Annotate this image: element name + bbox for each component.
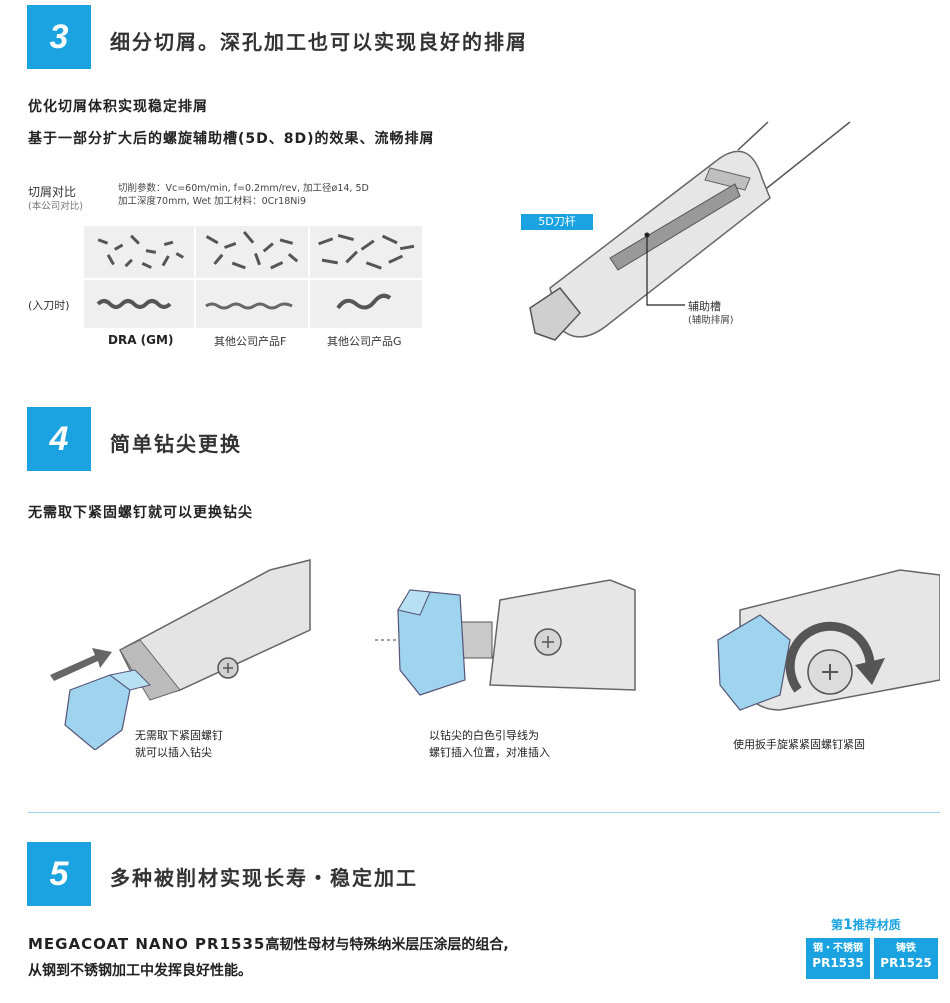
rec-prefix: 第 xyxy=(831,918,844,932)
groove-label: 辅助槽 xyxy=(688,300,721,313)
spiral-chip-icon xyxy=(336,293,392,310)
grade-badge-cast-iron: 铸铁 PR1525 xyxy=(874,938,938,979)
section-5-description-line-2: 从钢到不锈钢加工中发挥良好性能。 xyxy=(28,963,252,979)
chip-scatter-icon xyxy=(97,234,184,269)
chip-scatter-icon xyxy=(318,233,415,270)
product-label-dra: DRA (GM) xyxy=(108,333,174,347)
groove-note: (辅助排屑) xyxy=(688,315,734,326)
chip-photo-g-entry xyxy=(310,280,422,328)
rec-suffix: 推荐材质 xyxy=(852,918,901,932)
chip-photo-dra-entry xyxy=(84,280,194,328)
cutting-params-line-2: 加工深度70mm, Wet 加工材料：0Cr18Ni9 xyxy=(118,196,307,207)
spiral-chip-icon xyxy=(205,302,293,310)
tool-tag-5d: 5D刀杆 xyxy=(521,214,593,230)
step-3-tighten-illustration xyxy=(717,569,940,711)
chip-photo-f-entry xyxy=(196,280,308,328)
section-3-number: 3 xyxy=(27,5,91,69)
chip-compare-note: (本公司对比) xyxy=(28,201,83,212)
step-2-align-illustration xyxy=(375,579,636,696)
section-5-description-line-1: MEGACOAT NANO PR1535高韧性母材与特殊纳米层压涂层的组合, xyxy=(28,934,509,954)
section-4-title: 简单钻尖更换 xyxy=(110,432,242,456)
section-4-number: 4 xyxy=(27,407,91,471)
recommended-grade-heading: 第1推荐材质 xyxy=(831,916,901,933)
step-2-caption-line-1: 以钻尖的白色引导线为 xyxy=(429,729,539,742)
drill-5d-illustration xyxy=(529,121,851,341)
rec-number: 1 xyxy=(843,917,853,933)
chip-compare-label: 切屑对比 xyxy=(28,185,77,199)
product-label-f: 其他公司产品F xyxy=(214,335,287,348)
coating-description: 高韧性母材与特殊纳米层压涂层的组合, xyxy=(265,937,509,953)
grade-badge-cast-iron-grade: PR1525 xyxy=(880,956,932,970)
chip-photo-g-top xyxy=(310,226,422,278)
chip-photo-f-top xyxy=(196,226,308,278)
entry-label: (入刀时) xyxy=(28,299,70,312)
grade-badge-steel-grade: PR1535 xyxy=(812,956,864,970)
cutting-params-line-1: 切削参数：Vc=60m/min, f=0.2mm/rev, 加工径ø14, 5D xyxy=(118,183,369,194)
chip-photo-dra-top xyxy=(84,226,194,278)
chip-scatter-icon xyxy=(205,230,299,270)
grade-badge-cast-iron-label: 铸铁 xyxy=(896,943,916,954)
step-3-caption: 使用扳手旋紧紧固螺钉紧固 xyxy=(733,738,865,751)
section-3-subheading-1: 优化切屑体积实现稳定排屑 xyxy=(28,99,208,115)
section-5-title: 多种被削材实现长寿・稳定加工 xyxy=(110,866,418,890)
section-5-number: 5 xyxy=(27,842,91,906)
coating-name: MEGACOAT NANO PR1535 xyxy=(28,935,266,953)
step-2-caption-line-2: 螺钉插入位置，对准插入 xyxy=(429,746,550,759)
section-divider xyxy=(28,812,940,813)
step-1-insert-illustration xyxy=(50,559,311,750)
grade-badge-steel-label: 钢・不锈钢 xyxy=(813,943,863,954)
section-4-subheading: 无需取下紧固螺钉就可以更换钻尖 xyxy=(28,505,253,521)
section-3-title: 细分切屑。深孔加工也可以实现良好的排屑 xyxy=(110,30,528,54)
product-label-g: 其他公司产品G xyxy=(327,335,402,348)
spiral-chip-icon xyxy=(96,299,172,309)
section-3-subheading-2: 基于一部分扩大后的螺旋辅助槽(5D、8D)的效果、流畅排屑 xyxy=(28,131,435,147)
step-1-caption-line-2: 就可以插入钻尖 xyxy=(135,746,212,759)
step-1-caption-line-1: 无需取下紧固螺钉 xyxy=(135,729,223,742)
grade-badge-steel: 钢・不锈钢 PR1535 xyxy=(806,938,870,979)
